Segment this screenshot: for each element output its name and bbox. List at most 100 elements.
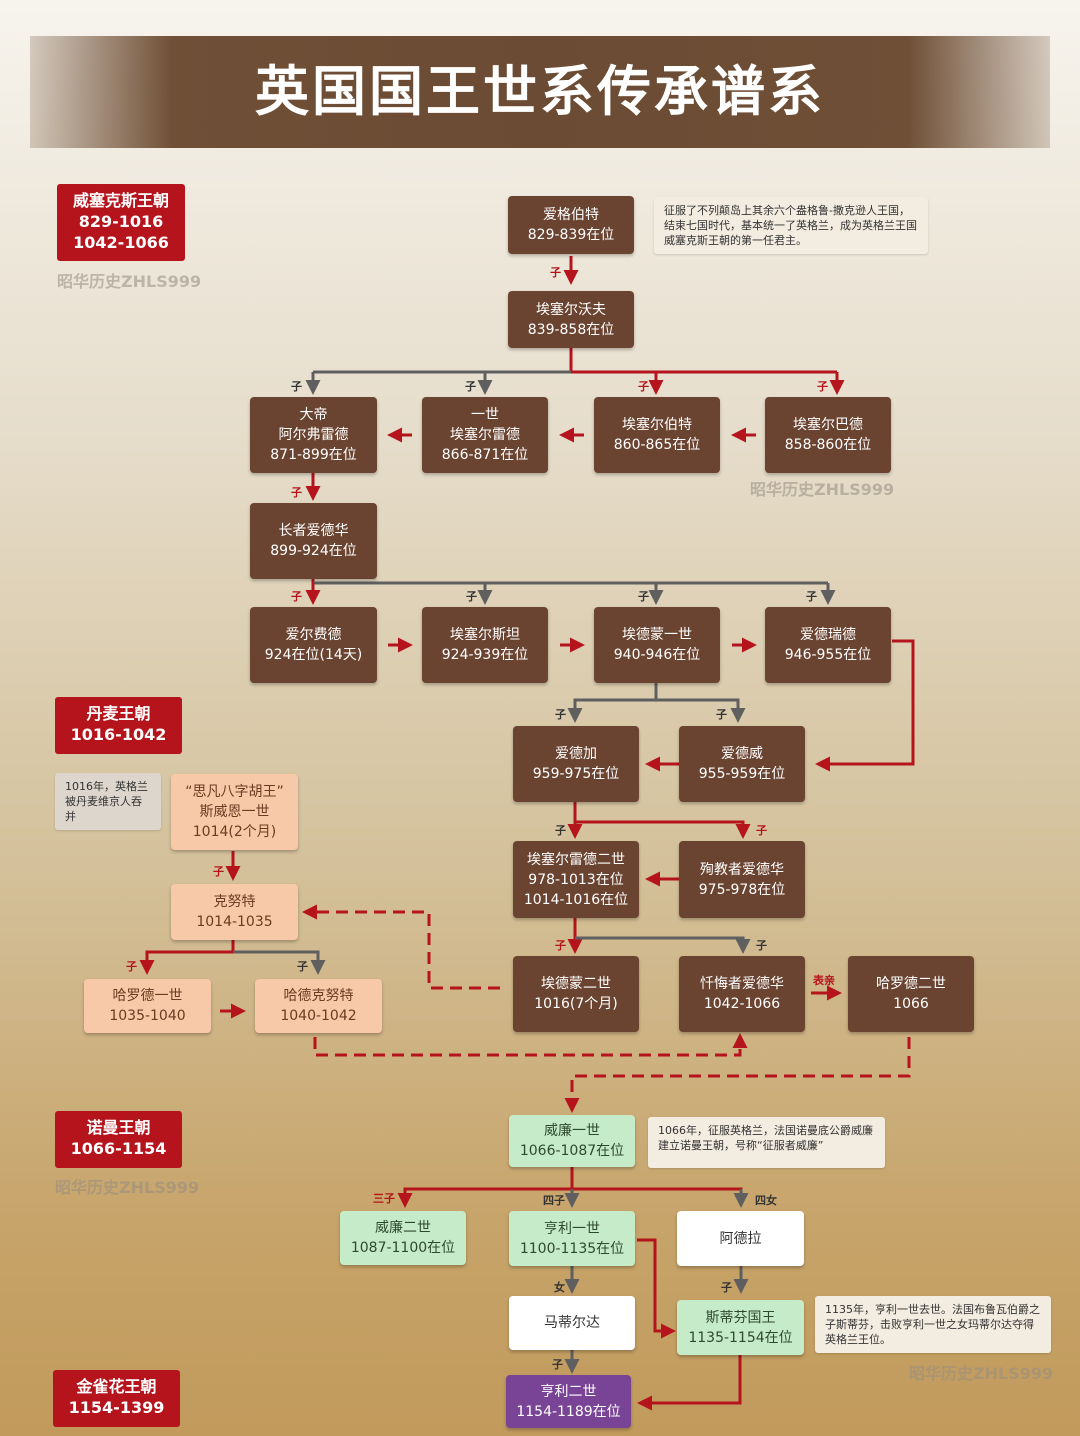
relation-label: 女 (554, 1281, 565, 1294)
king-name: 爱格伯特 (543, 207, 599, 223)
king-reign: 975-978在位 (698, 881, 786, 898)
person-name: 阿德拉 (719, 1230, 762, 1247)
king-name: 亨利一世 (544, 1220, 600, 1237)
relation-label: 子 (555, 824, 566, 837)
king-reign: 978-1013在位 (528, 871, 624, 888)
king-henry-ii: 亨利二世 1154-1189在位 (506, 1375, 631, 1428)
relation-label: 四女 (755, 1194, 777, 1207)
king-reign: 871-899在位 (270, 447, 357, 463)
relation-label: 子 (213, 865, 224, 878)
relation-label: 子 (721, 1281, 732, 1294)
relation-label: 三子 (373, 1192, 395, 1205)
relation-label: 子 (806, 590, 817, 603)
king-reign: 1014-1016在位 (523, 891, 629, 908)
relation-label: 子 (291, 380, 302, 393)
king-edward-elder: 长者爱德华 899-924在位 (250, 503, 377, 579)
relation-label: 子 (716, 708, 727, 721)
king-edward-confessor: 忏悔者爱德华 1042-1066 (679, 956, 805, 1032)
king-egbert: 爱格伯特 829-839在位 (508, 196, 634, 254)
king-aethelbald: 埃塞尔巴德 858-860在位 (765, 397, 891, 473)
relation-label: 子 (291, 590, 302, 603)
dynasty-years: 1016-1042 (70, 725, 167, 744)
king-name: 克努特 (213, 894, 256, 910)
king-name: 爱德威 (721, 746, 763, 762)
king-william-ii: 威廉二世 1087-1100在位 (340, 1211, 466, 1265)
king-aethelberht: 埃塞尔伯特 860-865在位 (594, 397, 720, 473)
king-aethelstan: 埃塞尔斯坦 924-939在位 (422, 607, 548, 683)
king-aethelred-i: 一世 埃塞尔雷德 866-871在位 (422, 397, 548, 473)
king-name: 斯威恩一世 (199, 804, 270, 820)
king-cnut: 克努特 1014-1035 (171, 884, 298, 940)
king-aethelred-ii: 埃塞尔雷德二世 978-1013在位 1014-1016在位 (513, 841, 639, 918)
watermark: 昭华历史ZHLS999 (750, 480, 895, 499)
king-name: 哈德克努特 (283, 988, 354, 1004)
king-reign: 1042-1066 (703, 996, 781, 1012)
relation-label: 子 (126, 960, 137, 973)
king-name: 斯蒂芬国王 (705, 1309, 776, 1326)
king-name: 埃塞尔雷德 (450, 427, 520, 443)
dynasty-name: 威塞克斯王朝 (72, 191, 169, 210)
king-name: 埃塞尔伯特 (622, 417, 692, 433)
dynasty-plantagenet: 金雀花王朝 1154-1399 (53, 1370, 180, 1427)
relation-label: 子 (465, 380, 476, 393)
relation-label: 子 (297, 960, 308, 973)
king-name: 殉教者爱德华 (700, 861, 784, 878)
king-henry-i: 亨利一世 1100-1135在位 (509, 1211, 635, 1266)
dynasty-denmark: 丹麦王朝 1016-1042 (55, 697, 182, 754)
king-name: 哈罗德二世 (876, 976, 946, 992)
king-aelfweard: 爱尔费德 924在位(14天) (250, 607, 377, 683)
relation-label: 子 (555, 939, 566, 952)
king-william-i: 威廉一世 1066-1087在位 (509, 1115, 635, 1167)
dynasty-wessex: 威塞克斯王朝 829-1016 1042-1066 (57, 184, 185, 261)
king-reign: 946-955在位 (784, 647, 872, 663)
king-reign: 866-871在位 (441, 447, 529, 463)
king-reign: 829-839在位 (527, 227, 615, 243)
king-aethelwulf: 埃塞尔沃夫 839-858在位 (508, 291, 634, 348)
dynasty-name: 金雀花王朝 (76, 1377, 157, 1396)
king-name: 埃塞尔巴德 (793, 417, 863, 433)
relation-label: 子 (555, 708, 566, 721)
king-reign: 1014(2个月) (192, 824, 277, 840)
relation-label: 子 (552, 1358, 563, 1371)
king-reign: 1100-1135在位 (519, 1240, 625, 1257)
king-reign: 1035-1040 (109, 1008, 186, 1024)
dynasty-years: 829-1016 (78, 212, 164, 231)
relation-label: 子 (291, 486, 302, 499)
king-harold-ii: 哈罗德二世 1066 (848, 956, 974, 1032)
dynasty-normandy: 诺曼王朝 1066-1154 (55, 1111, 182, 1168)
king-reign: 1066-1087在位 (519, 1143, 625, 1159)
king-edgar: 爱德加 959-975在位 (513, 726, 639, 802)
king-reign: 924-939在位 (441, 647, 529, 663)
king-stephen: 斯蒂芬国王 1135-1154在位 (677, 1300, 804, 1355)
king-harold-i: 哈罗德一世 1035-1040 (84, 979, 211, 1033)
king-reign: 1016(7个月) (534, 996, 618, 1012)
relation-label: 表亲 (813, 974, 835, 987)
king-reign: 1014-1035 (196, 914, 273, 930)
king-name: 埃塞尔斯坦 (450, 627, 520, 643)
king-reign: 959-975在位 (532, 766, 620, 782)
king-name: 爱德瑞德 (800, 627, 856, 643)
king-name: 威廉一世 (544, 1123, 600, 1139)
king-name: 埃德蒙二世 (541, 976, 611, 992)
king-reign: 839-858在位 (527, 321, 615, 338)
king-harthacnut: 哈德克努特 1040-1042 (255, 979, 382, 1033)
king-reign: 899-924在位 (270, 543, 357, 559)
note-egbert: 征服了不列颠岛上其余六个盎格鲁-撒克逊人王国，结束七国时代，基本统一了英格兰，成… (654, 197, 928, 254)
king-epithet: 大帝 (299, 407, 328, 423)
relation-label: 子 (550, 266, 561, 279)
dynasty-name: 丹麦王朝 (86, 704, 151, 723)
king-reign: 1066 (893, 996, 929, 1012)
dynasty-years: 1154-1399 (68, 1398, 165, 1417)
king-reign: 955-959在位 (698, 766, 786, 782)
dynasty-name: 诺曼王朝 (86, 1118, 151, 1137)
king-name: 威廉二世 (375, 1220, 431, 1236)
dynasty-years: 1042-1066 (73, 233, 169, 252)
king-name: 爱德加 (555, 746, 597, 762)
king-name: 亨利二世 (540, 1383, 597, 1400)
king-reign: 858-860在位 (784, 437, 872, 453)
king-reign: 1135-1154在位 (688, 1329, 793, 1346)
king-name: 哈罗德一世 (112, 988, 183, 1004)
title-banner (30, 36, 1050, 148)
